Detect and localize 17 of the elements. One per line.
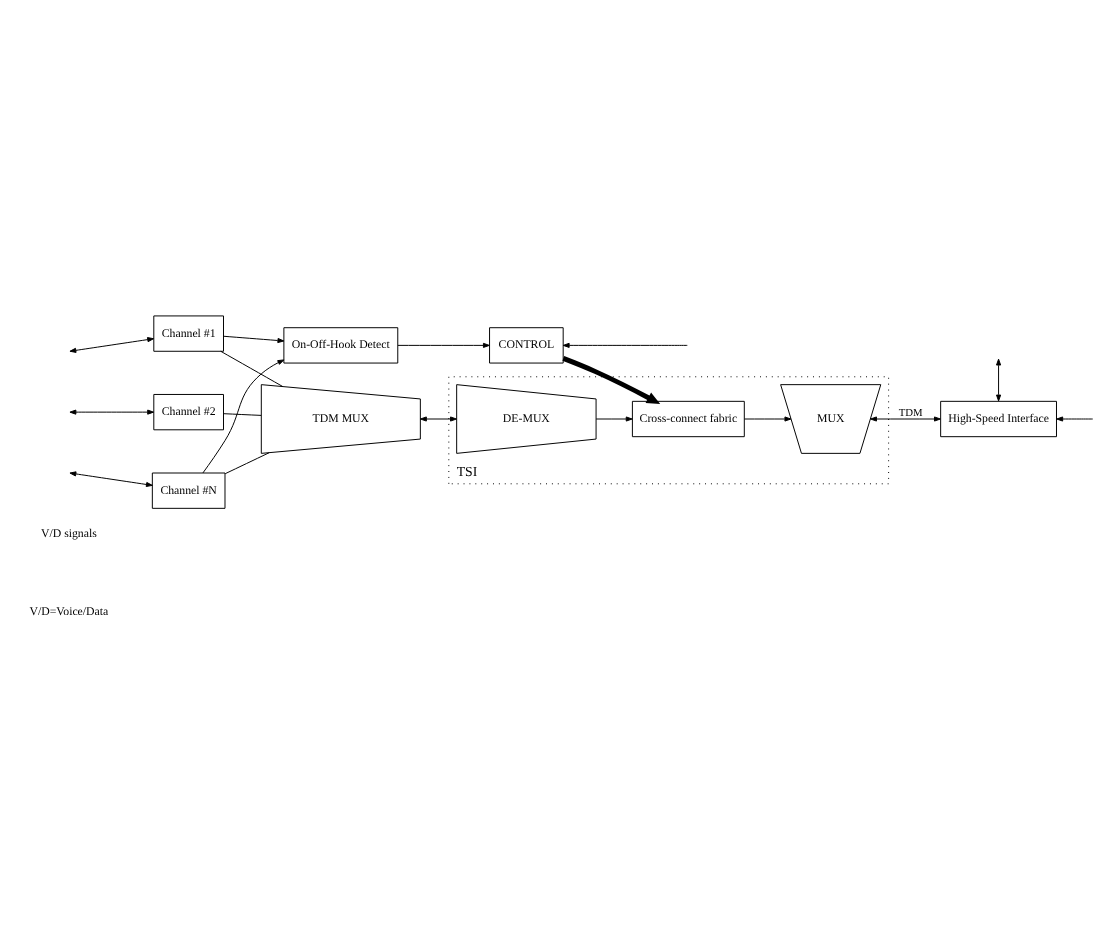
arrow bbox=[743, 416, 792, 422]
arrow bbox=[419, 416, 457, 422]
connector bbox=[220, 350, 284, 387]
arrow bbox=[595, 416, 633, 422]
arrow bbox=[69, 409, 155, 415]
connector bbox=[223, 413, 262, 416]
arrow bbox=[69, 471, 153, 487]
arrow bbox=[202, 359, 285, 474]
arrow bbox=[996, 358, 1002, 402]
arrow bbox=[69, 337, 155, 353]
arrow bbox=[562, 356, 661, 404]
arrow bbox=[870, 416, 941, 422]
connector bbox=[224, 452, 270, 475]
arrow bbox=[1056, 416, 1094, 422]
arrow bbox=[223, 335, 285, 344]
arrow bbox=[562, 342, 688, 348]
arrow bbox=[397, 342, 490, 348]
